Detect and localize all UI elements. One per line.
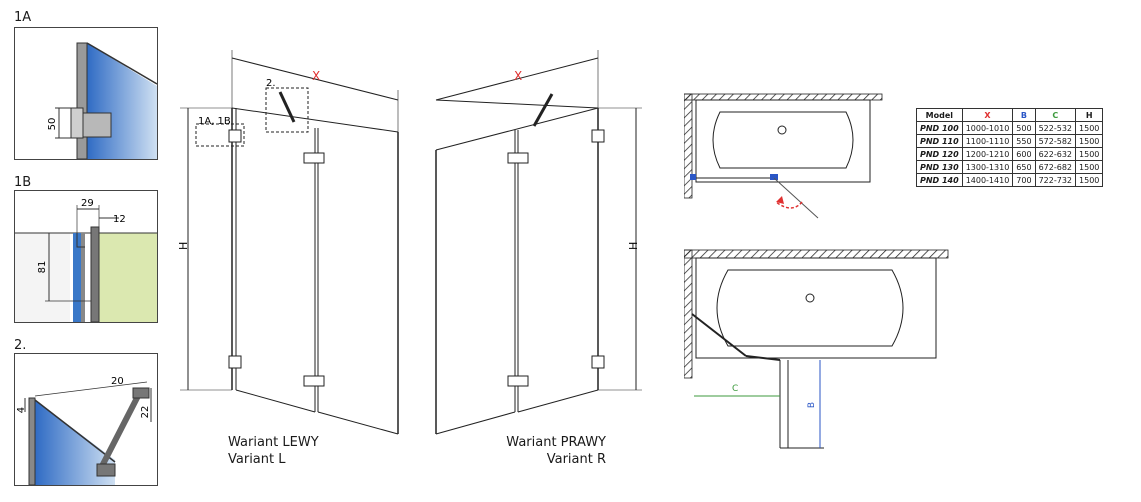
cell-model: PND 110 xyxy=(916,134,963,148)
detail-2-dim-b: 4 xyxy=(16,407,27,413)
header-h: H xyxy=(1075,108,1104,122)
left-h-dim: H xyxy=(177,242,190,250)
right-x-dim: X xyxy=(514,69,522,83)
detail-1b-dim-h: 81 xyxy=(37,261,48,274)
cell-h: 1500 xyxy=(1075,134,1104,148)
left-x-dim: X xyxy=(312,69,320,83)
plan-view-bottom xyxy=(684,249,949,449)
cell-c: 622-632 xyxy=(1034,147,1077,161)
spec-table-header: Model X B C H xyxy=(916,108,1104,122)
header-model: Model xyxy=(916,108,963,122)
spec-table: Model X B C H PND 100 1000-1010 500 522-… xyxy=(916,108,1104,187)
detail-1b-drawing: 29 12 81 xyxy=(15,198,157,322)
detail-1b-dim-a: 29 xyxy=(81,198,94,209)
detail-2-dim-c: 22 xyxy=(140,406,151,419)
cell-c: 672-682 xyxy=(1034,160,1077,174)
cell-x: 1200-1210 xyxy=(961,147,1014,161)
cell-b: 550 xyxy=(1012,134,1036,148)
plan-view-top xyxy=(684,93,883,219)
detail-1a-panel: 50 xyxy=(14,27,158,160)
cell-b: 650 xyxy=(1012,160,1036,174)
cell-x: 1100-1110 xyxy=(961,134,1014,148)
cell-b: 700 xyxy=(1012,173,1036,187)
detail-1b-panel: 29 12 81 xyxy=(14,190,158,323)
header-c: C xyxy=(1034,108,1077,122)
table-row: PND 100 1000-1010 500 522-532 1500 xyxy=(916,121,1104,135)
detail-1b-label: 1B xyxy=(14,175,32,190)
cell-model: PND 130 xyxy=(916,160,963,174)
variant-right-line1: Wariant PRAWY xyxy=(506,435,606,450)
variant-left-line2: Variant L xyxy=(228,452,286,467)
cell-h: 1500 xyxy=(1075,121,1104,135)
cell-h: 1500 xyxy=(1075,147,1104,161)
plan-b-dim: B xyxy=(807,401,818,409)
variant-left-line1: Wariant LEWY xyxy=(228,435,319,450)
cell-model: PND 120 xyxy=(916,147,963,161)
cell-x: 1300-1310 xyxy=(961,160,1014,174)
main-drawing: X X H H 2. 1A, 1B xyxy=(177,50,642,435)
variant-left: Wariant LEWY Variant L xyxy=(228,434,319,468)
detail-2-panel: 20 4 22 xyxy=(14,353,158,486)
detail-1a-label: 1A xyxy=(14,10,32,25)
detail-2-drawing: 20 4 22 xyxy=(16,376,152,485)
cell-model: PND 100 xyxy=(916,121,963,135)
cell-h: 1500 xyxy=(1075,160,1104,174)
detail-1b-dim-b: 12 xyxy=(113,214,126,225)
callout-1a-1b: 1A, 1B xyxy=(198,116,231,127)
cell-c: 522-532 xyxy=(1034,121,1077,135)
detail-2-label: 2. xyxy=(14,338,27,353)
variant-right: Wariant PRAWY Variant R xyxy=(506,434,606,468)
right-h-dim: H xyxy=(627,242,640,250)
detail-1a-dim: 50 xyxy=(47,118,58,131)
variant-right-line2: Variant R xyxy=(546,452,606,467)
right-top-edge xyxy=(435,107,599,151)
table-row: PND 140 1400-1410 700 722-732 1500 xyxy=(916,173,1104,187)
cell-c: 572-582 xyxy=(1034,134,1077,148)
cell-x: 1000-1010 xyxy=(961,121,1014,135)
detail-2-dim-a: 20 xyxy=(111,376,124,387)
table-row: PND 120 1200-1210 600 622-632 1500 xyxy=(916,147,1104,161)
cell-c: 722-732 xyxy=(1034,173,1077,187)
cell-x: 1400-1410 xyxy=(961,173,1014,187)
header-x: X xyxy=(961,108,1014,122)
plan-c-dim: C xyxy=(732,384,739,394)
cell-model: PND 140 xyxy=(916,173,963,187)
detail-1a-drawing: 50 xyxy=(47,42,157,159)
header-b: B xyxy=(1012,108,1036,122)
cell-b: 600 xyxy=(1012,147,1036,161)
table-row: PND 110 1100-1110 550 572-582 1500 xyxy=(916,134,1104,148)
cell-h: 1500 xyxy=(1075,173,1104,187)
callout-2: 2. xyxy=(266,78,276,89)
table-row: PND 130 1300-1310 650 672-682 1500 xyxy=(916,160,1104,174)
left-top-edge xyxy=(231,107,399,133)
cell-b: 500 xyxy=(1012,121,1036,135)
